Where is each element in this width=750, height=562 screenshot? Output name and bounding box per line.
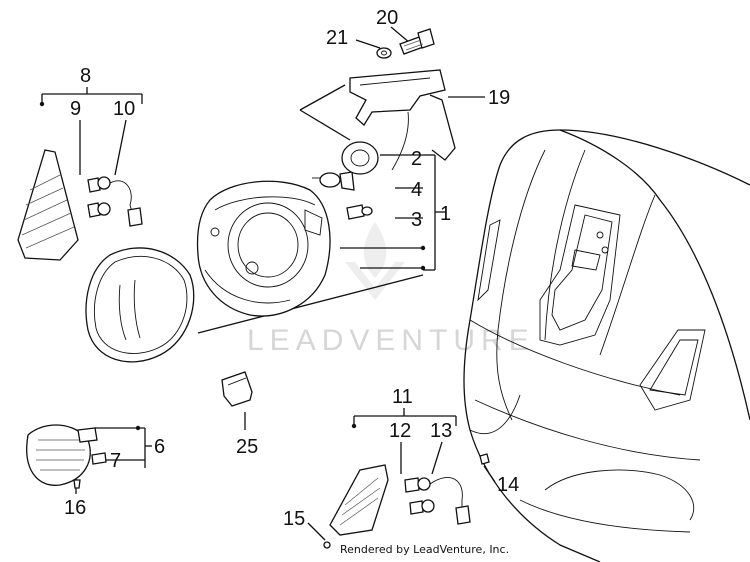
bulb-socket-cover: [341, 141, 379, 175]
headlamp-housing: [196, 180, 331, 317]
leadventure-flame-logo: [345, 222, 405, 300]
bolt: [399, 28, 435, 55]
callout-2: 2: [411, 148, 422, 170]
washer: [376, 47, 392, 59]
headlamp-bracket: [349, 69, 456, 171]
reference-dots: [39, 101, 426, 431]
callout-9: 9: [70, 98, 81, 120]
callout-21: 21: [326, 27, 348, 49]
callout-3: 3: [411, 209, 422, 231]
callout-25: 25: [236, 436, 258, 458]
headlamp-lens: [85, 247, 195, 363]
callout-20: 20: [376, 7, 398, 29]
callout-8: 8: [80, 65, 91, 87]
callout-12: 12: [389, 420, 411, 442]
callout-10: 10: [113, 98, 135, 120]
parking-bulb: [346, 204, 373, 220]
callout-6: 6: [154, 436, 165, 458]
render-credit: Rendered by LeadVenture, Inc.: [340, 543, 509, 556]
watermark-text: LEADVENTURE: [247, 324, 535, 357]
rear-light: [26, 424, 107, 489]
callout-7: 7: [110, 450, 121, 472]
left-turn-signal: [17, 149, 143, 261]
callout-15: 15: [283, 508, 305, 530]
callout-14: 14: [497, 474, 519, 496]
callout-1: 1: [440, 203, 451, 225]
right-turn-signal: [323, 453, 490, 549]
callout-4: 4: [411, 179, 422, 201]
headlamp-bulb: [312, 171, 355, 191]
small-cover: [221, 371, 253, 407]
callout-19: 19: [488, 87, 510, 109]
callout-11: 11: [392, 386, 413, 408]
callouts: 20 21 19 2 4 3 1 8 9 10 6 7 16 25 11 12 …: [64, 7, 519, 530]
callout-13: 13: [430, 420, 452, 442]
watermark: LEADVENTURE: [247, 222, 535, 357]
callout-16: 16: [64, 497, 86, 519]
